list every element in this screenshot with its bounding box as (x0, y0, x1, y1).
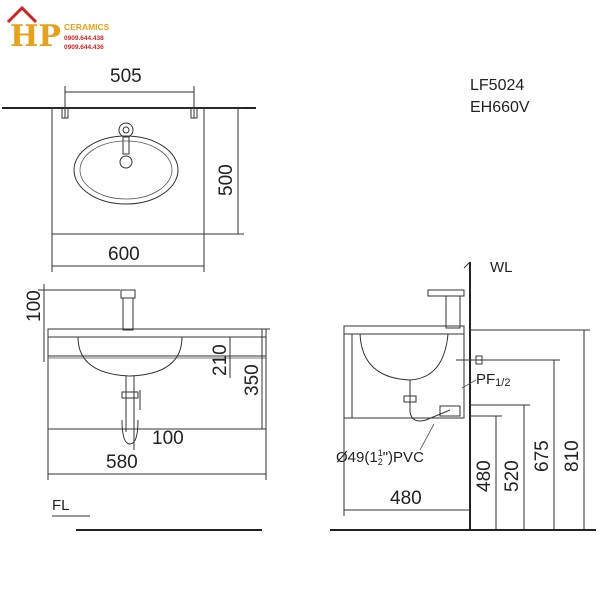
dim-top-600: 600 (108, 244, 140, 265)
logo-mark: HP (10, 19, 61, 54)
house-roof-icon (6, 5, 38, 24)
dim-top-500: 500 (216, 164, 237, 196)
top-view: 505 500 600 (2, 66, 256, 272)
dim-faucet-100: 100 (24, 290, 45, 322)
brand-logo: HP CERAMICS 0909.644.438 0909.644.436 (6, 5, 110, 54)
label-floor: FL (52, 497, 70, 514)
model-basin: LF5024 (470, 77, 524, 94)
logo-phone-1: 0909.644.438 (64, 35, 104, 42)
dim-cabinet-350: 350 (242, 364, 263, 396)
dim-side-480-vertical: 480 (474, 460, 495, 492)
model-cabinet: EH660V (470, 99, 530, 116)
dim-basin-210: 210 (210, 344, 231, 376)
dim-side-520: 520 (502, 460, 523, 492)
logo-brand: CERAMICS (64, 22, 110, 32)
dim-side-480-horizontal: 480 (390, 488, 422, 509)
dim-side-675: 675 (532, 440, 553, 472)
dim-top-505: 505 (110, 66, 142, 87)
label-pf: PF1/2 (476, 371, 510, 389)
dim-cabinet-580: 580 (106, 452, 138, 473)
front-view: 100 210 350 100 580 FL (24, 284, 270, 531)
dim-side-810: 810 (562, 440, 583, 472)
logo-phone-2: 0909.644.436 (64, 44, 104, 51)
dim-drain-100: 100 (152, 428, 184, 449)
label-wall: WL (490, 259, 513, 276)
